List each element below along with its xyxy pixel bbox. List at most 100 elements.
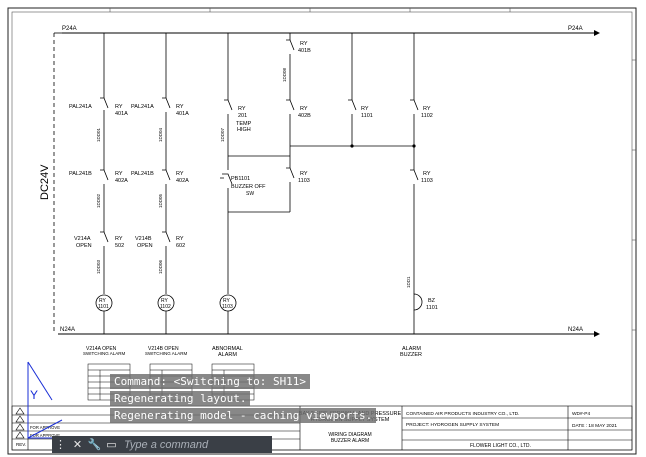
rail-label-bottom-left: N24A: [60, 327, 75, 333]
relay-number: 402B: [298, 113, 311, 119]
rung-caption: ALARM: [402, 346, 421, 352]
grip-icon[interactable]: ⋮: [55, 439, 66, 451]
contractor-name: FLOWER LIGHT CO., LTD.: [470, 443, 531, 449]
border-ticks: [109, 8, 636, 331]
relay-label: RY: [176, 236, 184, 242]
relay-label: RY: [300, 171, 308, 177]
high-label: HIGH: [237, 127, 251, 133]
tag-pal241b-2: PAL241B: [131, 171, 154, 177]
dc24v-supply: DC24V: [39, 32, 62, 334]
command-line-bar[interactable]: ⋮ ✕ 🔧 ▭: [52, 436, 272, 453]
relay-label: RY: [423, 171, 431, 177]
coil-number: 1102: [160, 304, 171, 310]
tag-v214b: V214B: [135, 236, 152, 242]
command-icon[interactable]: ▭: [106, 439, 117, 451]
coil-number: 1103: [222, 304, 233, 310]
drawing-subtitle: BUZZER ALARM: [331, 438, 369, 444]
sw-label: SW: [246, 191, 254, 197]
wire-number: 1DD06: [158, 259, 163, 274]
buzzer-label: BZ: [428, 298, 436, 304]
buzzer-number: 1101: [426, 305, 438, 311]
command-history-line: Regenerating layout.: [110, 391, 251, 406]
tag-pal241b-1: PAL241B: [69, 171, 92, 177]
relay-number: 502: [115, 243, 124, 249]
wrench-icon[interactable]: 🔧: [87, 439, 102, 451]
rung-6: RY 1102 RY 1103 1DD1 BZ 1101 ALARM BUZZE…: [400, 33, 438, 358]
rung-caption: ABNORMAL: [212, 346, 243, 352]
rung-caption: V214A OPEN: [86, 346, 117, 352]
coil-number: 1101: [98, 304, 109, 310]
tag-open: OPEN: [137, 243, 153, 249]
revision-triangles: [15, 407, 25, 439]
rail-p24a: P24A P24A: [62, 26, 600, 36]
relay-label: RY: [115, 104, 123, 110]
relay-label: RY: [115, 171, 123, 177]
tag-v214a: V214A: [74, 236, 91, 242]
relay-number: 1102: [421, 113, 433, 119]
wire-number: 1DD07: [220, 127, 225, 142]
rung-1: PAL241A RY 401A 1DD01 PAL241B RY 402A 1D…: [69, 33, 128, 356]
temp-label: TEMP: [236, 121, 252, 127]
relay-number: 1101: [361, 113, 373, 119]
relay-label: RY: [176, 104, 184, 110]
wire-number: 1DD1: [406, 276, 411, 288]
company-name: CONTAINED AIR PRODUCTS INDUSTRY CO., LTD…: [406, 411, 519, 417]
buzzer-off-label: BUZZER OFF: [231, 184, 266, 190]
rail-label-top-right: P24A: [568, 26, 583, 32]
relay-number: 602: [176, 243, 185, 249]
relay-label: RY: [176, 171, 184, 177]
relay-number: 402A: [115, 178, 128, 184]
relay-label: RY: [115, 236, 123, 242]
dc24v-label: DC24V: [39, 164, 51, 200]
buzzer-symbol: [413, 293, 423, 311]
wire-number: 1DD01: [96, 127, 101, 142]
tag-pal241a-2: PAL241A: [131, 104, 154, 110]
approve-label: FOR APPROVE: [30, 433, 60, 438]
relay-label: RY: [423, 106, 431, 112]
relay-number: 401A: [115, 111, 128, 117]
relay-label: RY: [300, 106, 308, 112]
relay-label: RY: [300, 41, 308, 47]
relay-number: 201: [238, 113, 247, 119]
wire-number: 1DD02: [96, 193, 101, 208]
relay-number: 402A: [176, 178, 189, 184]
rung-4: RY 401B 1DD08 RY 402B RY 1103: [282, 33, 311, 212]
tag-open: OPEN: [76, 243, 92, 249]
relay-number: 401A: [176, 111, 189, 117]
relay-label: RY: [238, 106, 246, 112]
close-icon[interactable]: ✕: [72, 439, 83, 451]
rung-caption: V214B OPEN: [148, 346, 179, 352]
relay-label: RY: [361, 106, 369, 112]
drawing-number: WD#-P4: [572, 411, 590, 417]
coil-label: RY: [223, 298, 231, 304]
coil-label: RY: [161, 298, 169, 304]
wire-number: 1DD08: [282, 67, 287, 82]
command-history-line: Regenerating model - caching viewports.: [110, 408, 377, 423]
command-history-line: Command: <Switching to: SH11>: [110, 374, 311, 389]
drawing-date: DATE : 18 MAY 2021: [572, 423, 617, 429]
rung-3: RY 201 TEMP HIGH 1DD07 PB1101 BUZZER OFF…: [212, 33, 290, 358]
wire-number: 1DD05: [158, 193, 163, 208]
project-label: PROJECT: HYDROGEN SUPPLY SYSTEM: [406, 422, 499, 428]
relay-number: 1103: [298, 178, 310, 184]
tag-pal241a-1: PAL241A: [69, 104, 92, 110]
rail-label-top-left: P24A: [62, 26, 77, 32]
rev-label: REV.: [16, 442, 26, 447]
rung-caption: ALARM: [218, 352, 237, 358]
pushbutton-tag: PB1101: [231, 176, 250, 182]
command-input[interactable]: [120, 438, 258, 451]
wire-number: 1DD03: [96, 259, 101, 274]
rung-caption: SWITCHING ALARM: [145, 351, 188, 356]
approve-label: FOR APPROVE: [30, 425, 60, 430]
coil-label: RY: [99, 298, 107, 304]
rung-2: PAL241A RY 401A 1DD04 PAL241B RY 402A 1D…: [131, 33, 189, 356]
rung-caption: BUZZER: [400, 352, 422, 358]
wire-number: 1DD04: [158, 127, 163, 142]
rung-caption: SWITCHING ALARM: [83, 351, 126, 356]
drawing-border: [7, 7, 637, 455]
relay-number: 1103: [421, 178, 433, 184]
command-history: Command: <Switching to: SH11> Regenerati…: [110, 374, 400, 425]
rail-n24a: N24A N24A: [58, 327, 600, 337]
ucs-y-label: Y: [30, 388, 38, 402]
